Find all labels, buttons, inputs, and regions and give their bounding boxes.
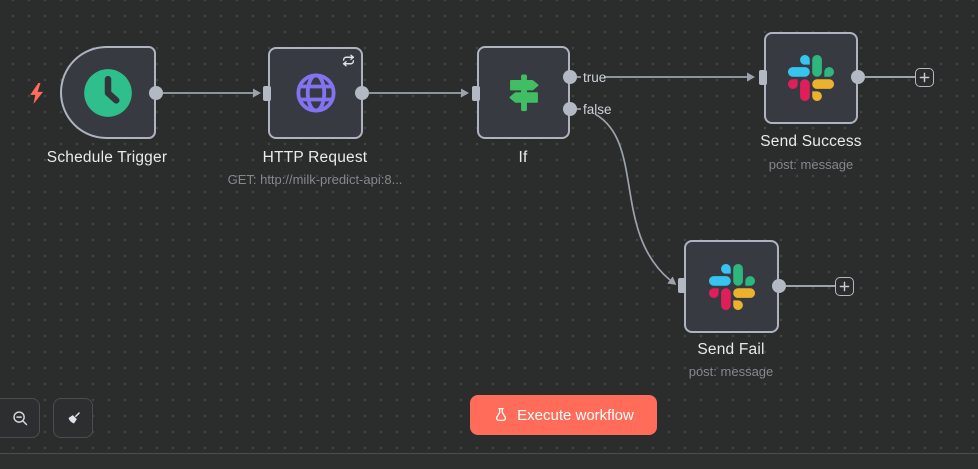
node-title-schedule: Schedule Trigger — [46, 149, 168, 166]
tidy-up-icon — [64, 409, 83, 428]
output-handle-http[interactable] — [355, 86, 369, 100]
output-handle-if-false[interactable] — [563, 102, 577, 116]
input-handle-success[interactable] — [759, 70, 767, 85]
zoom-out-button[interactable] — [0, 398, 40, 438]
arrowhead-icon — [747, 72, 755, 82]
clock-icon — [82, 67, 134, 119]
workflow-canvas[interactable]: Schedule Trigger HTTP Request GET: http:… — [0, 0, 978, 453]
node-title-http: HTTP Request — [262, 149, 368, 166]
node-title-fail: Send Fail — [697, 341, 765, 358]
plus-icon — [919, 72, 930, 83]
bottom-panel[interactable] — [0, 453, 978, 469]
retry-icon — [342, 54, 355, 67]
edges-layer — [163, 72, 915, 287]
node-subtitle-fail: post: message — [688, 364, 774, 379]
input-handle-if[interactable] — [472, 86, 480, 101]
node-title-if: If — [518, 149, 528, 166]
lightning-bolt-icon — [28, 83, 45, 104]
node-send-success[interactable] — [764, 32, 858, 124]
output-label-false: false — [583, 102, 612, 117]
output-handle-success[interactable] — [851, 70, 865, 84]
slack-icon — [788, 55, 834, 101]
node-if[interactable] — [477, 46, 570, 139]
zoom-out-icon — [11, 409, 29, 427]
node-subtitle-http: GET: http://milk-predict-api:8... — [227, 172, 403, 187]
arrowhead-icon — [253, 88, 261, 98]
execute-workflow-label: Execute workflow — [517, 406, 634, 424]
flask-icon — [493, 407, 509, 423]
edge-if-false-to-fail[interactable] — [594, 113, 671, 281]
arrowhead-icon — [667, 276, 677, 285]
node-subtitle-success: post: message — [768, 157, 854, 172]
add-node-button[interactable] — [915, 68, 934, 87]
node-send-fail[interactable] — [684, 240, 779, 333]
globe-icon — [293, 70, 339, 116]
output-handle-fail[interactable] — [772, 279, 786, 293]
plus-icon — [839, 281, 850, 292]
node-schedule-trigger[interactable] — [60, 46, 156, 139]
output-label-true: true — [583, 70, 607, 85]
node-title-success: Send Success — [760, 133, 862, 150]
arrowhead-icon — [461, 88, 469, 98]
node-http-request[interactable] — [268, 47, 363, 139]
input-handle-http[interactable] — [263, 86, 271, 101]
output-handle-if-true[interactable] — [563, 70, 577, 84]
tidy-up-button[interactable] — [53, 398, 93, 438]
output-handle-schedule[interactable] — [149, 86, 163, 100]
execute-workflow-button[interactable]: Execute workflow — [470, 395, 657, 435]
slack-icon — [708, 263, 755, 310]
input-handle-fail[interactable] — [678, 278, 686, 293]
add-node-button[interactable] — [835, 277, 854, 296]
signpost-icon — [502, 71, 546, 115]
